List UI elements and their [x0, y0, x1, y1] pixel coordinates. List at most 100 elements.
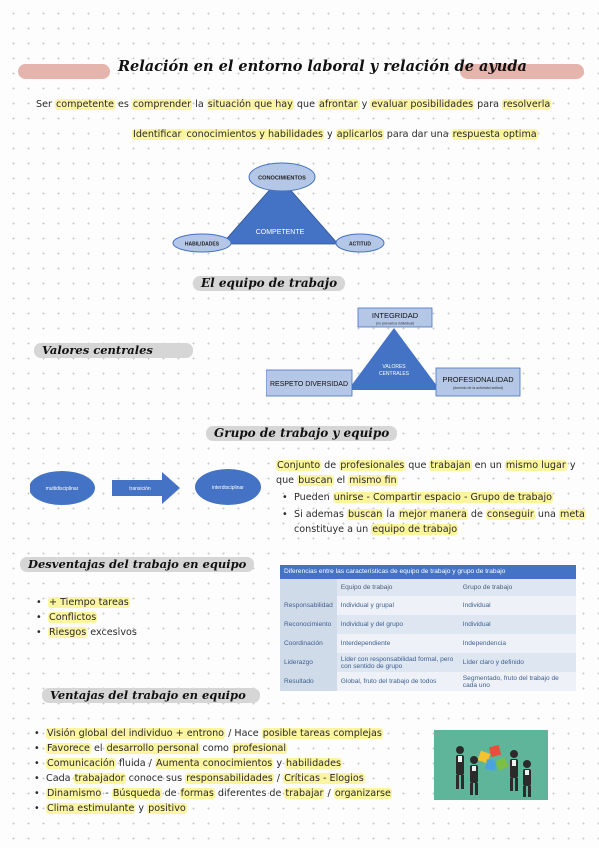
text-segment: y [135, 803, 148, 814]
table-cell: Grupo de trabajo [458, 579, 576, 596]
transicion-label: transición [129, 486, 151, 492]
teamwork-image [434, 730, 548, 800]
valores-center-1: VALORES [382, 364, 406, 370]
text-segment: la [383, 509, 399, 520]
ventaja-item: Favorece el desarrollo personal como pro… [32, 741, 392, 756]
highlighted-text: Comunicación [46, 758, 116, 769]
competente-label: COMPETENTE [256, 229, 305, 236]
table-cell: Global, fruto del trabajo de todos [336, 672, 459, 691]
text-segment: y [358, 99, 371, 110]
text-segment: el [90, 743, 106, 754]
highlighted-text: Conjunto [276, 460, 322, 471]
highlighted-text: conseguir [485, 509, 535, 520]
text-segment: / Hace [225, 728, 262, 739]
text-segment: como [199, 743, 232, 754]
text-segment: y [323, 129, 336, 140]
grupo-bullet-2-cont: constituye a un equipo de trabajo [280, 522, 586, 537]
text-segment: Cada [46, 773, 74, 784]
text-segment: es [114, 99, 132, 110]
highlighted-text: Riesgos [48, 627, 88, 638]
valores-label: Valores centrales [34, 343, 193, 358]
text-segment: el [333, 475, 349, 486]
actitud-ellipse [335, 233, 385, 253]
multidisciplinar-ellipse [30, 471, 95, 505]
respeto-box [266, 369, 353, 397]
profesionalidad-label: PROFESIONALIDAD [442, 375, 514, 384]
ventaja-item: Cada trabajador conoce sus responsabilid… [32, 771, 392, 786]
highlighted-text: posible tareas complejas [261, 728, 383, 739]
text-segment: y [566, 460, 576, 471]
conocimientos-ellipse [248, 162, 316, 192]
highlighted-text: Dinamismo [46, 788, 103, 799]
highlighted-text: comprender [131, 99, 193, 110]
page-title: Relación en el entorno laboral y relació… [118, 58, 527, 75]
grupo-def-bullets: Pueden unirse - Compartir espacio - Grup… [280, 490, 586, 537]
intro-line-2: Identificar conocimientos y habilidades … [132, 128, 538, 142]
text-segment: de [161, 788, 180, 799]
highlighted-text: profesional [231, 743, 288, 754]
interdisciplinar-ellipse [195, 469, 261, 505]
highlighted-text: responsabilidades [185, 773, 274, 784]
highlighted-text: buscan [297, 475, 334, 486]
table-caption: Diferencias entre las características de… [280, 565, 576, 579]
text-segment: Pueden [294, 492, 333, 503]
text-segment: que [276, 475, 298, 486]
profesionalidad-sub: (dominio de la actividad actitud) [453, 386, 504, 390]
competente-triangle [221, 177, 339, 245]
integridad-box [357, 307, 433, 328]
ventaja-item: Comunicación fluida / Aumenta conocimien… [32, 756, 392, 771]
desventajas-title: Desventajas del trabajo en equipo [20, 557, 255, 572]
table-row-label: Resultado [280, 672, 337, 691]
competente-diagram: CONOCIMIENTOS COMPETENTE HABILIDADES ACT… [172, 162, 385, 253]
ventajas-list: Visión global del individuo + entrono / … [32, 726, 392, 816]
grupo-def-line-2: que buscan el mismo fin [276, 474, 398, 488]
text-segment: conoce sus [125, 773, 186, 784]
table-cell: Líder con responsabilidad formal, pero c… [336, 653, 459, 672]
habilidades-label: HABILIDADES [185, 242, 220, 248]
highlighted-text: Favorece [46, 743, 91, 754]
highlighted-text: mismo lugar [504, 460, 567, 471]
highlighted-text: situación que hay [206, 99, 294, 110]
transicion-arrow [112, 472, 180, 504]
text-segment: / [273, 773, 284, 784]
desventajas-list: + Tiempo tareas Conflictos Riesgos exces… [34, 595, 137, 640]
grupo-bullet-1: Pueden unirse - Compartir espacio - Grup… [280, 490, 586, 505]
text-segment: la [192, 99, 207, 110]
text-segment: una [534, 509, 559, 520]
text-segment: y [273, 758, 286, 769]
integridad-sub: (no prevarica individual) [376, 322, 414, 326]
highlighted-text: buscan [346, 509, 384, 520]
text-segment: Ser [36, 99, 55, 110]
ventaja-item: Visión global del individuo + entrono / … [32, 726, 392, 741]
text-segment: - [102, 788, 112, 799]
table-cell: Independencia [458, 634, 576, 653]
table-cell: Equipo de trabajo [336, 579, 459, 596]
table-row-label: Reconocimiento [280, 615, 337, 634]
comparison-table: Diferencias entre las características de… [280, 565, 576, 691]
highlighted-text: Búsqueda [111, 788, 162, 799]
text-segment: Si ademas [294, 509, 347, 520]
multidisciplinar-label: multidisciplinar [46, 486, 79, 492]
text-segment: que [405, 460, 430, 471]
text-segment: / [324, 788, 334, 799]
highlighted-text: equipo de trabajo [371, 524, 459, 535]
ventaja-item: Dinamismo - Búsqueda de formas diferente… [32, 786, 392, 801]
profesionalidad-box [435, 367, 521, 397]
highlighted-text: meta [558, 509, 586, 520]
highlighted-text: positivo [147, 803, 187, 814]
actitud-label: ACTITUD [349, 242, 371, 248]
highlighted-text: + Tiempo tareas [48, 597, 130, 608]
table-row-label [280, 579, 337, 596]
highlighted-text: competente [55, 99, 115, 110]
highlighted-text: organizarse [333, 788, 392, 799]
table-cell: Individual y grupal [336, 596, 459, 615]
grupo-def-line-1: Conjunto de profesionales que trabajan e… [276, 459, 576, 473]
ventajas-title: Ventajas del trabajo en equipo [42, 688, 260, 703]
text-segment: de [467, 509, 486, 520]
